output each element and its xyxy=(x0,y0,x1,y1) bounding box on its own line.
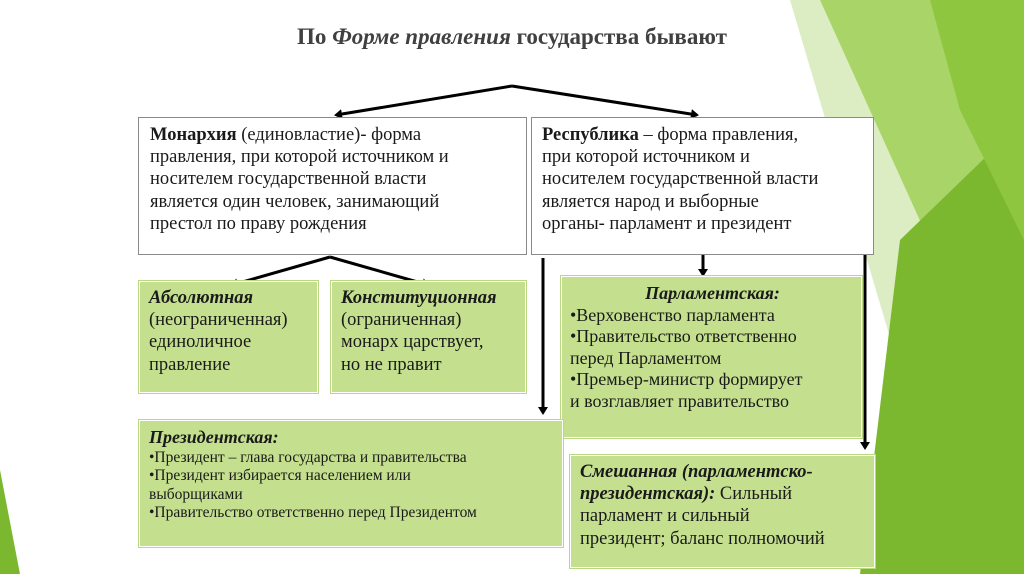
mixed-term-line: президентская): xyxy=(580,484,716,505)
monarchy-box: Монархия (единовластие)- форма правления… xyxy=(138,117,527,255)
monarchy-term: Монархия xyxy=(150,125,237,145)
republic-box: Республика – форма правления, при которо… xyxy=(531,117,874,255)
absolute-monarchy-box: Абсолютная (неограниченная) единоличное … xyxy=(139,281,318,393)
presidential-republic-box: Президентская: •Президент – глава госуда… xyxy=(139,420,563,547)
absolute-term: Абсолютная xyxy=(149,288,254,308)
republic-text-line: является народ и выборные xyxy=(542,191,759,212)
absolute-text-line: (неограниченная) xyxy=(149,310,288,331)
parliamentary-item: перед Парламентом xyxy=(570,347,722,368)
monarchy-text-line: носителем государственной власти xyxy=(150,169,427,190)
constitutional-text-line: монарх царствует, xyxy=(341,332,484,353)
presidential-term: Президентская: xyxy=(149,427,279,447)
parliamentary-item: •Верховенство парламента xyxy=(570,304,775,325)
mixed-text-line: Сильный xyxy=(715,484,793,505)
monarchy-text-line: правления, при которой источником и xyxy=(150,147,449,168)
page-title: По Форме правления государства бывают xyxy=(0,24,1024,50)
mixed-text-line: президент; баланс полномочий xyxy=(580,528,825,549)
republic-text-line: органы- парламент и президент xyxy=(542,213,792,234)
mixed-term-line: Смешанная (парламентско- xyxy=(580,462,813,482)
presidential-item: выборщиками xyxy=(149,485,243,503)
republic-term: Республика xyxy=(542,125,639,145)
presidential-item: •Президент – глава государства и правите… xyxy=(149,448,467,466)
deco-stripe-bright xyxy=(930,0,1024,240)
title-emphasis: Форме правления xyxy=(332,24,511,49)
absolute-text-line: правление xyxy=(149,354,231,375)
monarchy-text-line: является один человек, занимающий xyxy=(150,191,440,212)
deco-stripe-dark xyxy=(860,120,1024,574)
parliamentary-republic-box: Парламентская: •Верховенство парламента … xyxy=(561,276,862,438)
republic-text-line: носителем государственной власти xyxy=(542,169,819,190)
parliamentary-item: и возглавляет правительство xyxy=(570,390,789,411)
monarchy-text-line: (единовластие)- форма xyxy=(236,125,422,145)
republic-text-line: – форма правления, xyxy=(638,125,799,145)
mixed-text-line: парламент и сильный xyxy=(580,506,750,527)
constitutional-monarchy-box: Конституционная (ограниченная) монарх ца… xyxy=(331,281,526,393)
parliamentary-term: Парламентская: xyxy=(645,283,780,303)
parliamentary-item: •Правительство ответственно xyxy=(570,326,797,347)
absolute-text-line: единоличное xyxy=(149,332,252,353)
presidential-item: •Правительство ответственно перед Презид… xyxy=(149,504,477,522)
deco-stripe-left xyxy=(0,470,20,574)
constitutional-term: Конституционная xyxy=(341,288,497,308)
title-prefix: По xyxy=(297,24,333,49)
monarchy-text-line: престол по праву рождения xyxy=(150,213,367,234)
presidential-item: •Президент избирается населением или xyxy=(149,467,411,485)
constitutional-text-line: но не правит xyxy=(341,354,442,375)
title-suffix: государства бывают xyxy=(510,24,727,49)
republic-text-line: при которой источником и xyxy=(542,147,750,168)
constitutional-text-line: (ограниченная) xyxy=(341,310,462,331)
parliamentary-item: •Премьер-министр формирует xyxy=(570,369,803,390)
mixed-republic-box: Смешанная (парламентско- президентская):… xyxy=(570,455,875,568)
